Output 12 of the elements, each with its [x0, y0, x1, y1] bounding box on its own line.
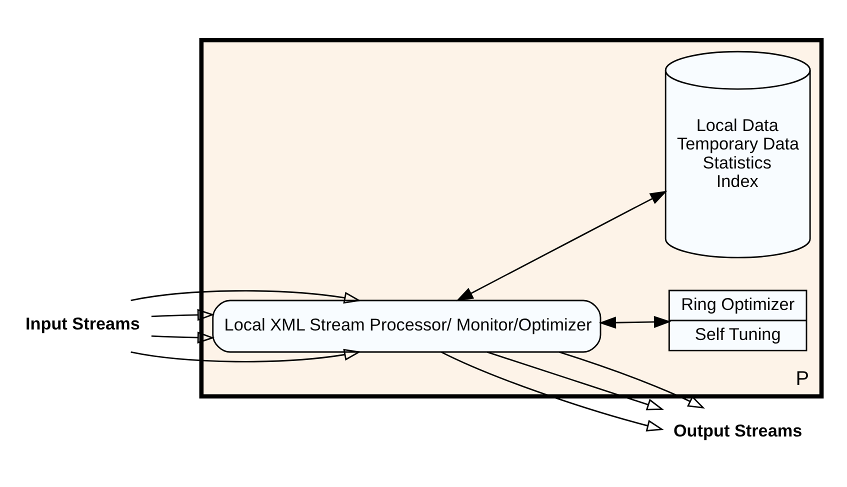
- arrow: [130, 290, 362, 304]
- node-box: Local XML Stream Processor/ Monitor/Optimizer: [212, 299, 602, 352]
- arrow: [151, 331, 215, 344]
- arrow: [151, 308, 215, 320]
- arrow: [598, 315, 672, 328]
- node-text: Output Streams: [673, 420, 802, 440]
- arrow: [130, 348, 362, 362]
- node-text: Input Streams: [25, 312, 140, 333]
- arrow: [456, 190, 668, 301]
- arrow: [559, 350, 706, 408]
- arrow: [486, 350, 664, 410]
- arrow: [441, 350, 664, 431]
